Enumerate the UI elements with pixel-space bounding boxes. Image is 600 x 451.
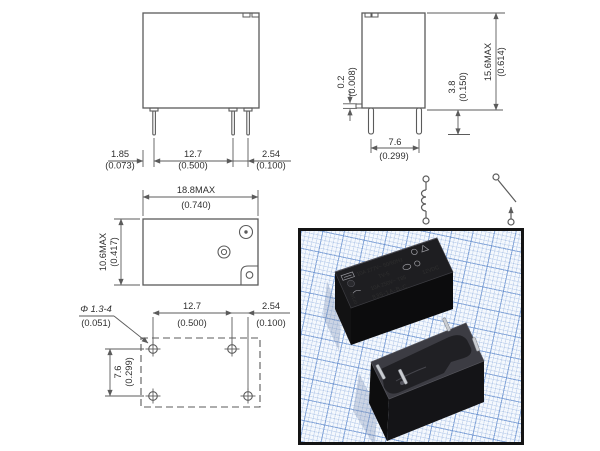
relay-bottom-up — [369, 317, 485, 441]
relay-case-outline — [361, 12, 426, 109]
product-photo: 10A 277V~ 50/60Hz TV-5 10A 250V~ T85 12V… — [298, 228, 524, 445]
corner-hole — [245, 271, 254, 279]
dim-value: (0.614) — [496, 47, 506, 76]
case-hole-inner — [220, 248, 228, 256]
s-mark-icon — [414, 260, 421, 267]
case-footprint-dashed — [140, 337, 261, 408]
relay-top-labeled: 10A 277V~ 50/60Hz TV-5 10A 250V~ T85 12V… — [334, 237, 454, 345]
dimension-lines — [108, 138, 291, 167]
dim-value: 2.54 — [262, 149, 280, 159]
vent-notch — [364, 12, 372, 18]
side-view-dimensions: 0.2 (0.008) 7.6 (0.299) 3.8 (0.150) 15.6… — [336, 43, 506, 161]
coil-symbol — [420, 175, 430, 225]
dim-value: 1.85 — [111, 149, 129, 159]
pcb-layout-drawing — [79, 310, 290, 408]
dim-value: (0.150) — [458, 72, 468, 101]
case-boss — [238, 224, 254, 240]
brand-logo-mark — [343, 274, 352, 278]
case-boss-dot — [244, 230, 248, 234]
case-hole — [217, 245, 231, 259]
front-view-drawing — [108, 12, 291, 167]
vent-notch — [251, 12, 260, 18]
dim-value: (0.500) — [178, 161, 207, 171]
relay-side-face — [335, 272, 351, 345]
relay-pins — [375, 317, 480, 385]
case-boss — [347, 279, 355, 288]
corner-feature — [240, 265, 258, 285]
label-date-code: 07160 — [348, 291, 358, 305]
relay-side-face — [369, 362, 389, 441]
dim-value: 0.2 — [336, 76, 346, 89]
top-view-drawing — [114, 190, 259, 286]
dim-value: (0.299) — [124, 357, 134, 386]
dimension-lines — [114, 190, 259, 286]
relay-pins — [367, 107, 423, 135]
relay-case-outline — [142, 218, 259, 286]
dim-value: (0.008) — [347, 67, 357, 96]
mounting-holes — [145, 341, 256, 404]
relay-shadow — [353, 373, 377, 442]
dim-value: 10.6MAX — [98, 233, 108, 271]
dim-value: (0.417) — [109, 237, 119, 266]
front-view-dimensions: 1.85 (0.073) 12.7 (0.500) 2.54 (0.100) — [105, 149, 285, 171]
vent-notch — [371, 12, 379, 18]
hole-leader-arrow — [113, 315, 149, 344]
wave-mark — [352, 289, 361, 294]
relay-pins — [149, 107, 253, 136]
epoxy-sheen — [395, 366, 427, 382]
dim-value: 7.6 — [389, 137, 402, 147]
dim-value: 7.6 — [113, 366, 123, 379]
dim-value: 2.54 — [262, 301, 280, 311]
vde-triangle-icon — [421, 244, 430, 253]
dimension-lines — [343, 12, 505, 153]
label-series: TV-5 — [378, 271, 391, 280]
ul-mark-icon — [411, 248, 418, 255]
relay-photo-art: 10A 277V~ 50/60Hz TV-5 10A 250V~ T85 12V… — [323, 237, 485, 442]
contact-symbol — [492, 173, 517, 226]
dim-value: (0.100) — [256, 318, 285, 328]
dim-value: (0.740) — [181, 200, 210, 210]
side-view-drawing — [343, 12, 505, 153]
vent-notch — [242, 12, 251, 18]
relay-shadow — [323, 281, 341, 351]
dim-value: (0.073) — [105, 161, 134, 171]
epoxy-dot — [400, 381, 404, 385]
dim-value: 12.7 — [183, 301, 201, 311]
dim-value: 18.8MAX — [177, 185, 215, 195]
schematic-symbols — [420, 173, 517, 226]
relay-front-face — [387, 361, 484, 441]
label-coil-voltage: 12VDC — [421, 265, 440, 276]
dimension-lines — [79, 310, 290, 397]
top-view-dimensions: 18.8MAX (0.740) 10.6MAX (0.417) — [98, 185, 215, 271]
brand-logo — [340, 271, 355, 281]
dim-value: 12.7 — [184, 149, 202, 159]
dim-value: 3.8 — [447, 81, 457, 94]
dim-value: Φ 1.3-4 — [80, 304, 112, 314]
dim-value: (0.299) — [379, 151, 408, 161]
relay-case-outline — [142, 12, 260, 109]
standoff-lip — [355, 103, 363, 109]
dim-value: 15.6MAX — [483, 43, 493, 81]
pcb-layout-dimensions: Φ 1.3-4 (0.051) 12.7 (0.500) 2.54 (0.100… — [80, 301, 286, 387]
dim-value: (0.500) — [177, 318, 206, 328]
dim-value: (0.100) — [256, 161, 285, 171]
cqc-mark-icon — [402, 263, 412, 270]
dim-value: (0.051) — [81, 318, 110, 328]
relay-front-face — [351, 272, 453, 345]
case-edge-highlight — [334, 237, 438, 273]
